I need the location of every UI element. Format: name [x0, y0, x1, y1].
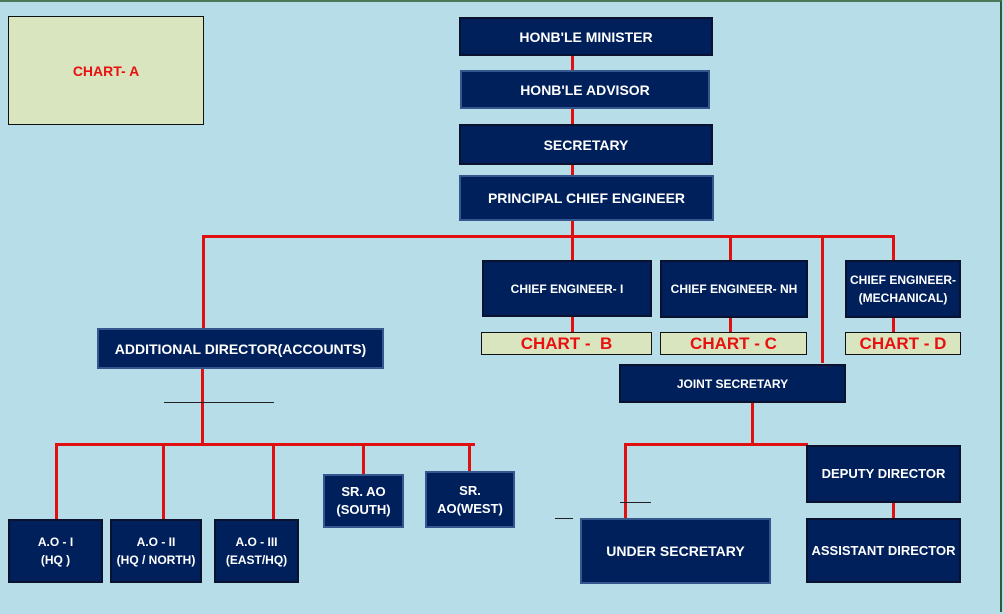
- ao-ii-box: A.O - II (HQ / NORTH): [110, 519, 202, 583]
- connector-line: [892, 235, 895, 262]
- under-secretary-label: UNDER SECRETARY: [606, 543, 745, 559]
- chart-b-label: CHART - B: [520, 333, 613, 353]
- ao-i-line2: (HQ ): [40, 553, 71, 567]
- secretary-box: SECRETARY: [459, 124, 713, 165]
- chart-d-label: CHART - D: [859, 333, 947, 353]
- chart-d-box: CHART - D: [845, 332, 961, 355]
- sr-ao-south-line2: (SOUTH): [336, 502, 391, 517]
- honble-minister-box: HONB'LE MINISTER: [459, 17, 713, 56]
- honble-advisor-box: HONB'LE ADVISOR: [460, 70, 710, 109]
- sr-ao-south-box: SR. AO (SOUTH): [323, 474, 404, 528]
- connector-line: [729, 235, 732, 262]
- connector-line: [624, 443, 627, 520]
- principal-chief-engineer-box: PRINCIPAL CHIEF ENGINEER: [459, 175, 714, 221]
- connector-line: [571, 220, 574, 236]
- connector-line: [571, 235, 574, 262]
- connector-line: [624, 443, 808, 446]
- under-secretary-box: UNDER SECRETARY: [580, 518, 771, 584]
- connector-line: [892, 316, 895, 333]
- chart-c-box: CHART - C: [660, 332, 807, 355]
- sr-ao-west-line2: AO(WEST): [437, 500, 503, 516]
- ao-iii-line2: (EAST/HQ): [225, 553, 288, 567]
- chief-engineer-mechanical-line1: CHIEF ENGINEER-: [849, 273, 956, 287]
- divider-line: [555, 518, 573, 519]
- connector-line: [272, 443, 275, 521]
- chief-engineer-i-label: CHIEF ENGINEER- I: [510, 281, 624, 296]
- ao-ii-line1: A.O - II: [136, 535, 176, 549]
- joint-secretary-box: JOINT SECRETARY: [619, 364, 846, 403]
- ao-iii-box: A.O - III (EAST/HQ): [214, 519, 299, 583]
- chart-c-label: CHART - C: [690, 333, 777, 353]
- chart-a-box: CHART- A: [8, 16, 204, 125]
- assistant-director-label: ASSISTANT DIRECTOR: [811, 542, 956, 558]
- sr-ao-south-line1: SR. AO: [341, 484, 386, 499]
- chart-a-label: CHART- A: [72, 62, 140, 79]
- connector-line: [571, 316, 574, 333]
- connector-line: [202, 235, 895, 238]
- connector-line: [571, 108, 574, 125]
- additional-director-accounts-box: ADDITIONAL DIRECTOR(ACCOUNTS): [97, 328, 384, 369]
- ao-ii-line2: (HQ / NORTH): [116, 553, 196, 567]
- connector-line: [55, 443, 475, 446]
- divider-line: [620, 502, 651, 503]
- deputy-director-box: DEPUTY DIRECTOR: [806, 445, 961, 503]
- chart-b-box: CHART - B: [481, 332, 652, 355]
- honble-minister-label: HONB'LE MINISTER: [519, 28, 653, 45]
- ao-iii-line1: A.O - III: [235, 535, 278, 549]
- connector-line: [821, 235, 824, 363]
- ao-i-box: A.O - I (HQ ): [8, 519, 103, 583]
- connector-line: [729, 316, 732, 333]
- secretary-label: SECRETARY: [543, 136, 629, 153]
- connector-line: [571, 164, 574, 176]
- honble-advisor-label: HONB'LE ADVISOR: [520, 81, 650, 98]
- chief-engineer-mechanical-box: CHIEF ENGINEER- (MECHANICAL): [845, 260, 961, 318]
- assistant-director-box: ASSISTANT DIRECTOR: [806, 518, 961, 583]
- ao-i-line1: A.O - I: [37, 535, 74, 549]
- joint-secretary-label: JOINT SECRETARY: [676, 376, 789, 391]
- chief-engineer-mechanical-line2: (MECHANICAL): [858, 291, 948, 305]
- deputy-director-label: DEPUTY DIRECTOR: [821, 466, 946, 481]
- connector-line: [201, 368, 204, 444]
- chief-engineer-nh-box: CHIEF ENGINEER- NH: [660, 260, 808, 318]
- connector-line: [468, 443, 471, 473]
- chief-engineer-i-box: CHIEF ENGINEER- I: [482, 260, 652, 317]
- connector-line: [162, 443, 165, 521]
- sr-ao-west-line1: SR.: [459, 482, 481, 498]
- divider-line: [164, 402, 274, 403]
- principal-chief-engineer-label: PRINCIPAL CHIEF ENGINEER: [487, 190, 686, 206]
- connector-line: [362, 443, 365, 476]
- connector-line: [571, 55, 574, 71]
- connector-line: [892, 502, 895, 519]
- additional-director-accounts-label: ADDITIONAL DIRECTOR(ACCOUNTS): [114, 340, 367, 357]
- connector-line: [751, 402, 754, 445]
- connector-line: [202, 235, 205, 330]
- chief-engineer-nh-label: CHIEF ENGINEER- NH: [670, 282, 798, 296]
- sr-ao-west-box: SR. AO(WEST): [425, 471, 515, 528]
- connector-line: [55, 443, 58, 521]
